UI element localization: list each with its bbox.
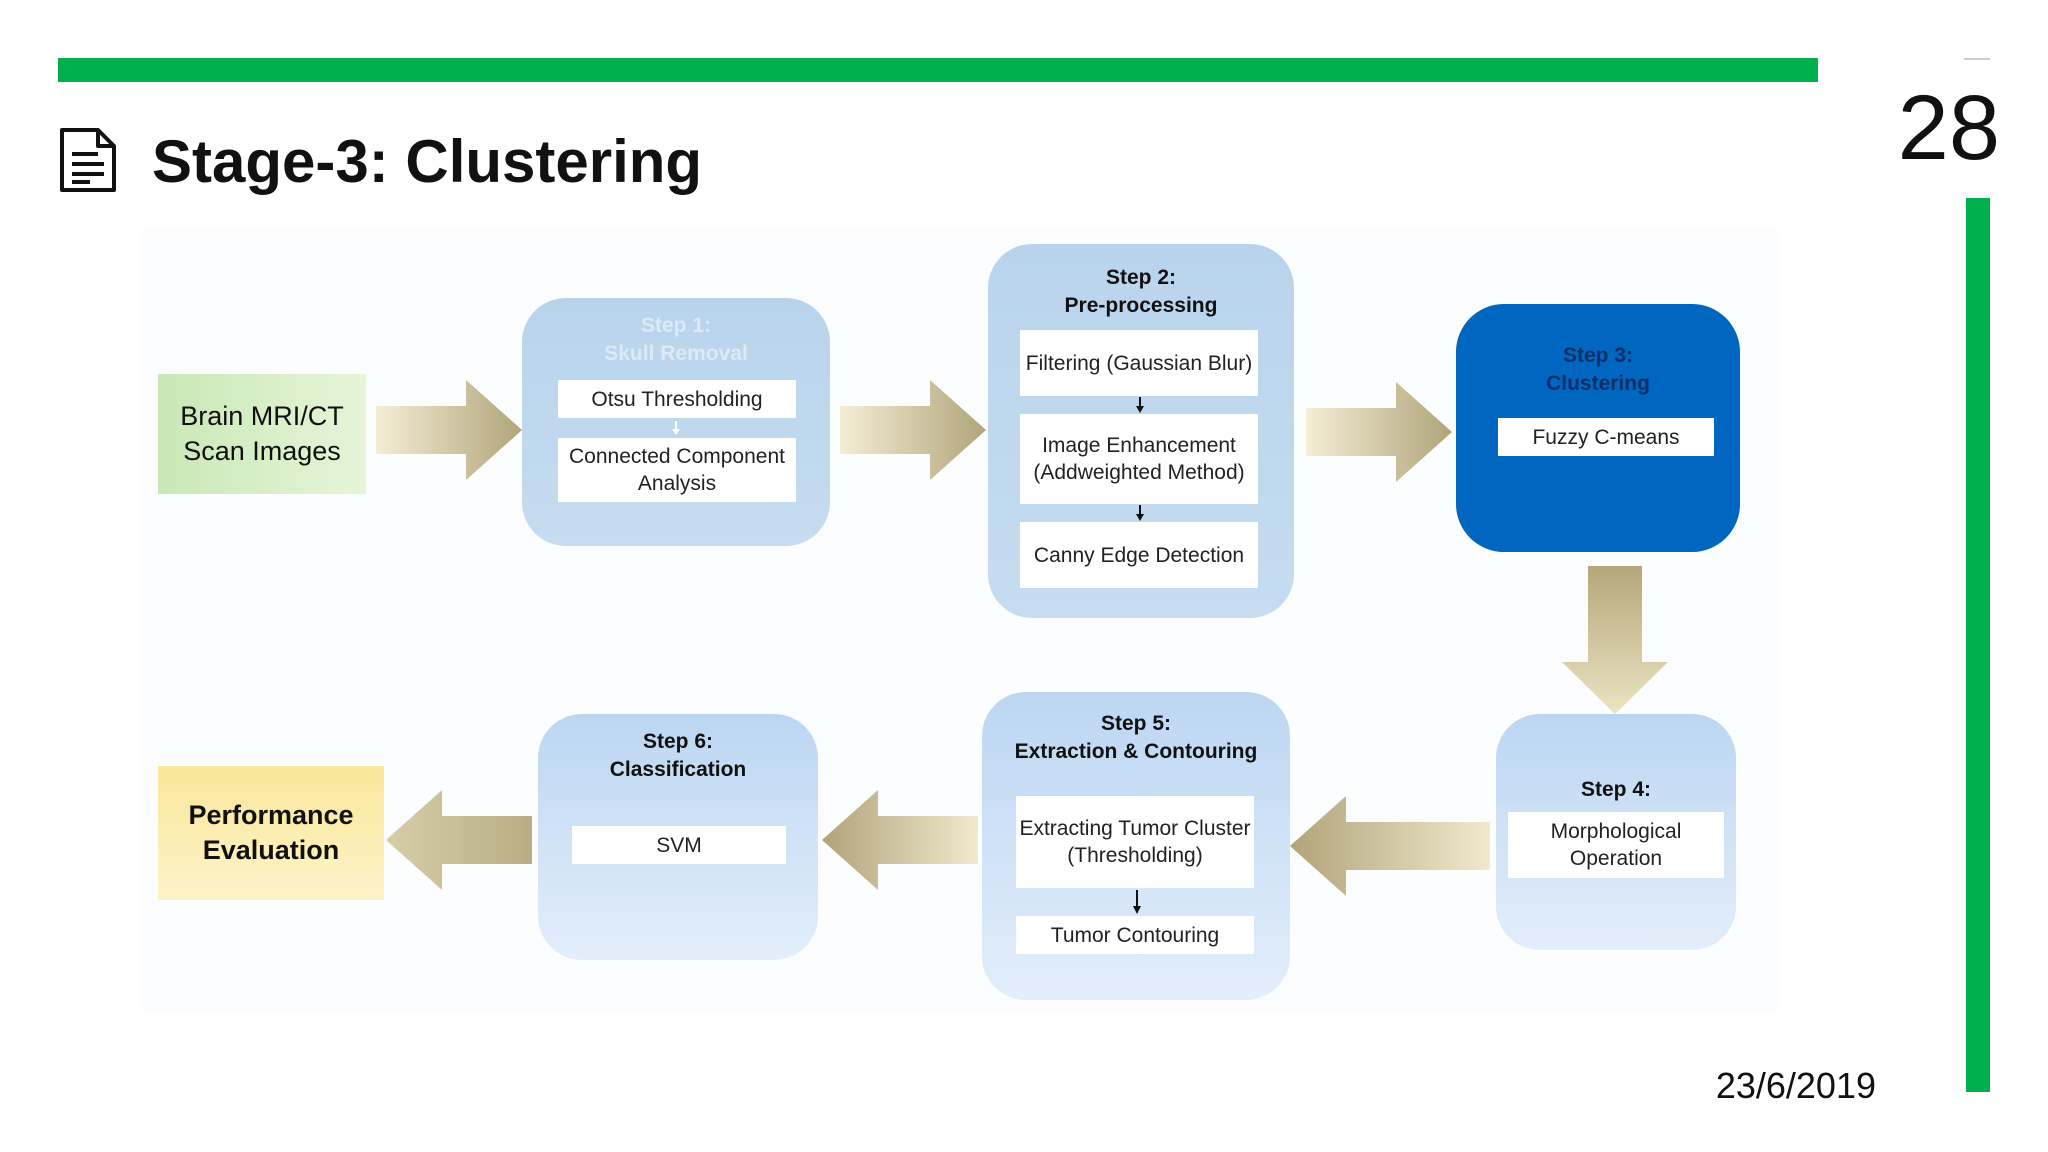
step3-box: Step 3: Clustering Fuzzy C-means [1456, 304, 1740, 552]
side-accent-bar [1966, 198, 1990, 1092]
input-box: Brain MRI/CT Scan Images [158, 374, 366, 494]
step5-connector [1133, 890, 1141, 914]
step2-title: Pre-processing [1064, 294, 1218, 317]
step1-heading: Step 1: [640, 314, 711, 337]
step6-title: Classification [609, 758, 747, 781]
arrow-right-3 [1306, 382, 1452, 482]
step5-item-extracting: Extracting Tumor Cluster (Thresholding) [1016, 796, 1254, 888]
step5-box: Step 5: Extraction & Contouring Extracti… [982, 692, 1290, 1000]
step5-item-contouring: Tumor Contouring [1016, 916, 1254, 954]
step6-box: Step 6: Classification SVM [538, 714, 818, 960]
step3-item-fuzzy: Fuzzy C-means [1498, 418, 1714, 456]
arrow-right-2 [840, 380, 986, 480]
step4-heading: Step 4: [1580, 778, 1651, 801]
step1-item-connected: Connected Component Analysis [558, 438, 796, 502]
step2-connector-2 [1136, 505, 1144, 521]
step5-title: Extraction & Contouring [1014, 740, 1258, 763]
step3-title: Clustering [1546, 372, 1650, 395]
step5-heading: Step 5: [1100, 712, 1171, 735]
step2-item-filtering: Filtering (Gaussian Blur) [1020, 330, 1258, 396]
slide-title: Stage-3: Clustering [152, 128, 703, 195]
top-accent-bar [58, 58, 1818, 82]
step6-item-svm: SVM [572, 826, 786, 864]
step1-item-otsu: Otsu Thresholding [558, 380, 796, 418]
arrow-left-3 [386, 790, 532, 890]
arrow-left-2 [822, 790, 978, 890]
step1-title: Skull Removal [604, 342, 748, 365]
step4-item-morphological: Morphological Operation [1508, 812, 1724, 878]
document-icon [60, 128, 116, 192]
output-box: Performance Evaluation [158, 766, 384, 900]
arrow-right-1 [376, 380, 522, 480]
arrow-down [1562, 566, 1668, 714]
step2-item-canny: Canny Edge Detection [1020, 522, 1258, 588]
arrow-left-1 [1290, 796, 1490, 896]
slide-date: 23/6/2019 [1715, 1065, 1876, 1106]
step3-heading: Step 3: [1562, 344, 1633, 367]
step2-heading: Step 2: [1105, 266, 1176, 289]
divider [1964, 58, 1990, 60]
step2-connector-1 [1136, 397, 1144, 413]
step2-box: Step 2: Pre-processing Filtering (Gaussi… [988, 244, 1294, 618]
page-number: 28 [1897, 77, 2000, 179]
step1-connector [672, 421, 680, 435]
step2-item-enhancement: Image Enhancement (Addweighted Method) [1020, 414, 1258, 504]
step4-box: Step 4: Morphological Operation [1496, 714, 1736, 950]
step6-heading: Step 6: [642, 730, 713, 753]
